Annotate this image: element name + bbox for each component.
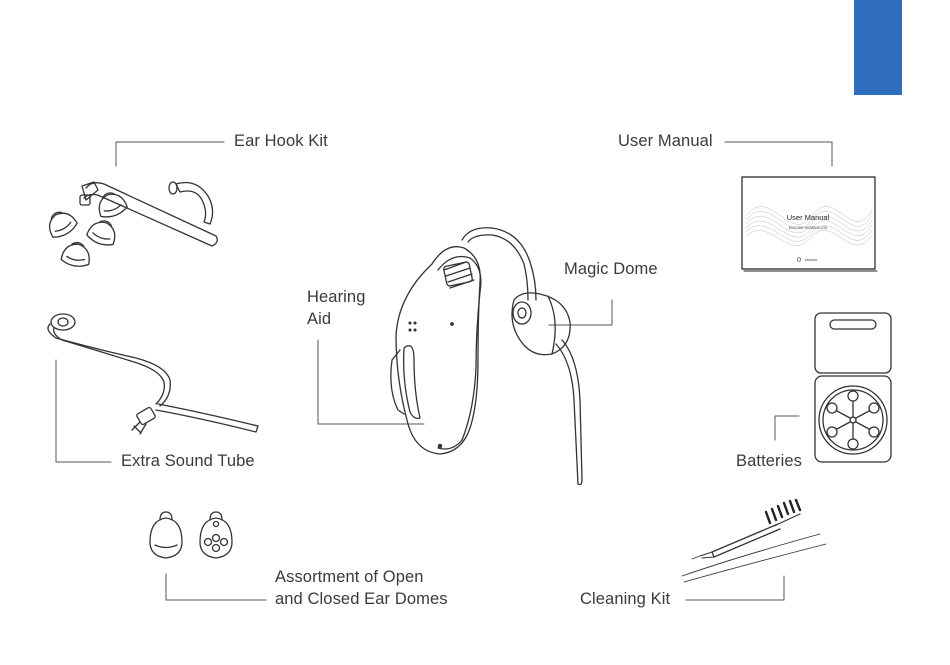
label-magic-dome: Magic Dome (564, 258, 658, 280)
manual-cover-subtitle: ENCORE HEARING AID (789, 226, 828, 230)
manual-cover-title: User Manual (787, 213, 830, 222)
sound-tube-dome (51, 314, 75, 330)
hearing-aid-sound-tube (462, 228, 536, 300)
leader-batteries (775, 416, 799, 440)
retention-line (556, 340, 582, 485)
manual-cover-brand: vivtone (805, 257, 818, 262)
ear-hook (176, 183, 213, 225)
leader-extra-sound-tube (56, 360, 111, 462)
sound-tube-connector (132, 407, 156, 434)
label-extra-sound-tube: Extra Sound Tube (121, 450, 255, 472)
ear-tip (43, 206, 79, 240)
extra-sound-tube-illustration (48, 314, 258, 434)
leader-ear-domes (166, 574, 266, 600)
ear-hook-tube (84, 183, 217, 246)
open-ear-dome (200, 512, 232, 558)
ear-tip (85, 217, 119, 249)
label-user-manual: User Manual (618, 130, 713, 152)
magic-dome (512, 293, 570, 355)
battery-hanger-card (815, 313, 891, 373)
cleaning-kit-illustration (682, 500, 826, 582)
ear-hook-kit-illustration (43, 182, 217, 268)
hearing-aid-illustration (391, 228, 582, 485)
leader-hearing-aid (318, 340, 424, 424)
batteries-illustration (815, 313, 891, 462)
label-ear-hook-kit: Ear Hook Kit (234, 130, 328, 152)
ear-tip (60, 240, 92, 268)
ear-domes-illustration (150, 512, 232, 558)
leader-cleaning-kit (686, 576, 784, 600)
leader-ear-hook-kit (116, 142, 224, 166)
manual-cover (742, 177, 875, 269)
hearing-aid-rocker-switch (404, 346, 420, 419)
user-manual-illustration: User Manual ENCORE HEARING AID vivtone (742, 177, 877, 271)
ear-hook-tip (169, 182, 177, 194)
label-batteries: Batteries (736, 450, 802, 472)
leader-magic-dome (549, 300, 612, 325)
label-hearing-aid-line2: Aid (307, 308, 331, 330)
cleaning-brush-bristles (766, 500, 800, 523)
battery-wheel (819, 386, 887, 454)
label-hearing-aid-line1: Hearing (307, 286, 365, 308)
battery-wheel-spokes (827, 391, 879, 449)
cleaning-brush-handle (712, 524, 780, 557)
label-cleaning-kit: Cleaning Kit (580, 588, 670, 610)
leader-user-manual (725, 142, 832, 166)
label-ear-domes-line1: Assortment of Open (275, 566, 424, 588)
closed-ear-dome (150, 512, 182, 558)
label-ear-domes-line2: and Closed Ear Domes (275, 588, 448, 610)
leader-lines (56, 142, 832, 600)
